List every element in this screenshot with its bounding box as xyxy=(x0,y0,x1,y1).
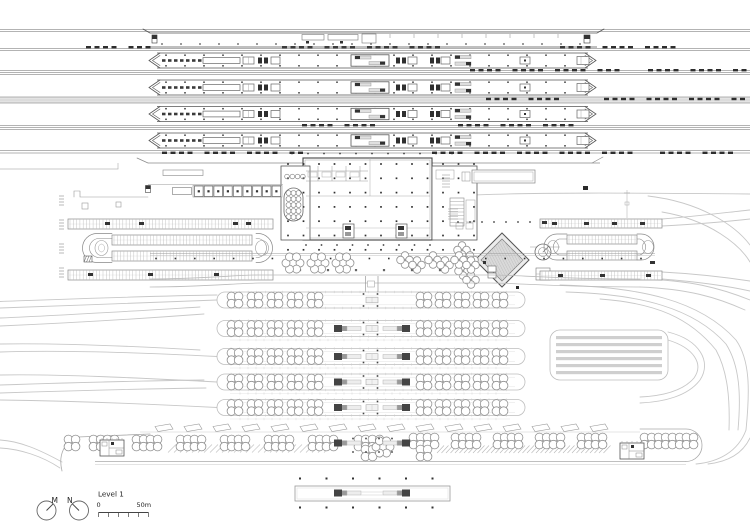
legend-scale_zero: 0 xyxy=(97,501,101,509)
legend-compass_n: N xyxy=(67,496,73,505)
spiral-ramp xyxy=(534,243,552,261)
approach-roads-east xyxy=(454,190,750,465)
station-concourse xyxy=(280,152,478,251)
legend-level_label: Level 1 xyxy=(98,490,124,499)
forecourt-plaza xyxy=(149,251,655,292)
parking-lot-east xyxy=(539,218,663,281)
bus-lane-3 xyxy=(216,347,526,370)
approach-roads-west xyxy=(0,163,218,469)
legend-compass_m: M xyxy=(52,496,58,505)
bus-lane-5 xyxy=(216,398,526,421)
bus-lane-2 xyxy=(216,319,526,342)
west-canopy xyxy=(73,169,306,222)
parking-lot-west xyxy=(67,218,274,281)
underpass-structure xyxy=(294,477,451,509)
legend-scale_label: 50m xyxy=(137,501,152,509)
compass-m-icon xyxy=(36,500,57,521)
compass-n-icon xyxy=(69,500,89,521)
bus-parking-area xyxy=(549,329,669,381)
oval-ramp xyxy=(283,187,304,222)
railway-tracks xyxy=(0,29,750,154)
bus-lane-4 xyxy=(216,372,526,395)
south-bus-bays xyxy=(60,423,703,472)
platform-band-1 xyxy=(142,28,605,48)
scale-bar xyxy=(98,512,149,517)
platform-band-3 xyxy=(148,79,597,96)
platform-band-2 xyxy=(148,52,597,69)
bus-lane-1 xyxy=(216,290,526,310)
platform-band-4 xyxy=(148,106,597,122)
platform-band-5 xyxy=(148,132,597,149)
